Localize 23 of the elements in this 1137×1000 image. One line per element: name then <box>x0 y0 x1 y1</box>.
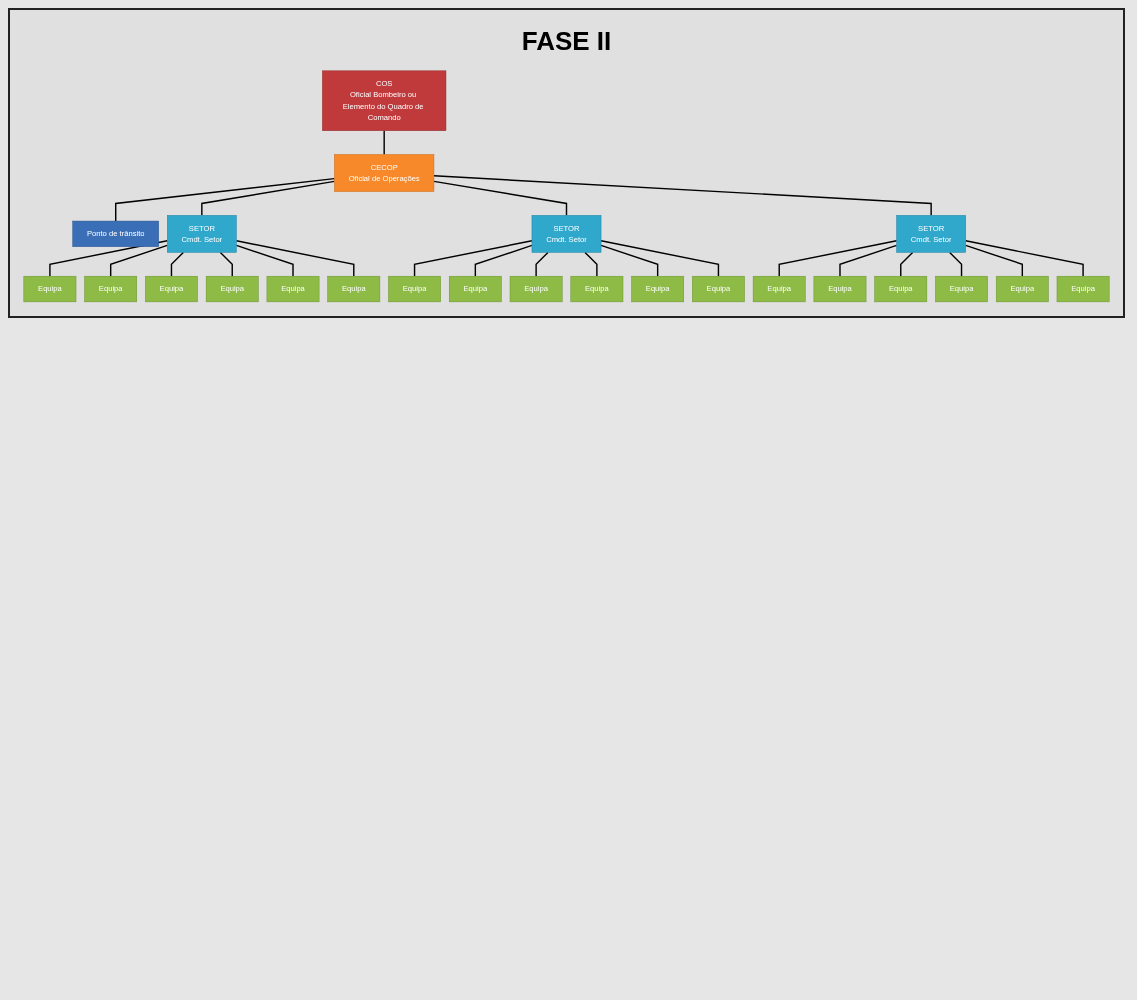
connector <box>778 240 898 277</box>
connector <box>600 244 659 277</box>
connector <box>235 244 294 277</box>
connector <box>584 251 598 277</box>
connector <box>383 130 385 156</box>
connector <box>201 180 336 217</box>
connector <box>965 244 1024 277</box>
connector <box>433 175 932 217</box>
connector <box>219 251 233 277</box>
connector <box>900 251 914 277</box>
connector <box>413 240 533 277</box>
connector <box>109 244 168 277</box>
connector <box>170 251 185 277</box>
connector <box>600 240 720 277</box>
connector <box>433 180 568 217</box>
connector <box>115 177 336 222</box>
connector <box>965 240 1084 277</box>
connector <box>535 251 549 277</box>
diagram-title: FASE II <box>520 26 613 57</box>
connector <box>474 244 533 277</box>
connector <box>839 244 898 277</box>
connector <box>948 251 963 277</box>
connector <box>235 240 355 277</box>
